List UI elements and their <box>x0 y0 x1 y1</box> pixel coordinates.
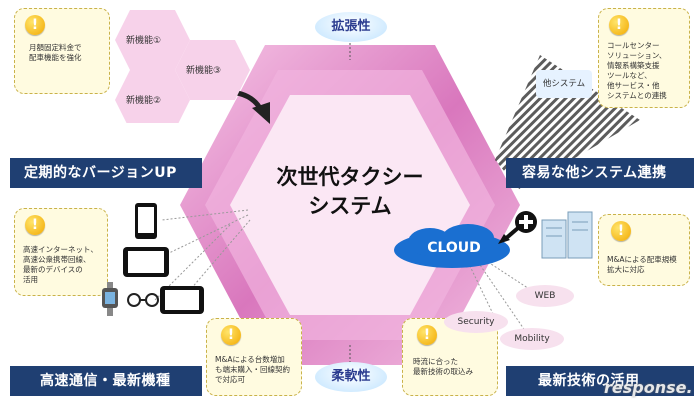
feature-hexagons <box>115 10 250 123</box>
feature-2: 新機能② <box>126 96 162 106</box>
banner-fast-network: 高速通信・最新機種 <box>10 366 202 396</box>
bulb-icon: ! <box>25 215 45 235</box>
note-bottom-center: ! M&Aによる台数増加 も端末購入・回線契約 で対応可 <box>206 318 302 396</box>
banner-version-up: 定期的なバージョンUP <box>10 158 202 188</box>
bulb-icon: ! <box>221 325 241 345</box>
note-top-left: ! 月額固定料金で 配車機能を強化 <box>14 8 110 94</box>
bulb-icon: ! <box>609 15 629 35</box>
central-title: 次世代タクシー システム <box>276 165 424 218</box>
badge-flexibility: 柔軟性 <box>315 362 387 392</box>
tech-security: Security <box>444 311 508 333</box>
tablet-icon <box>123 247 169 277</box>
add-connection-icon <box>498 211 537 244</box>
note-top-right: ! コールセンター ソリューション、 情報系構築支援 ツールなど、 他サービス・… <box>598 8 690 108</box>
bulb-icon: ! <box>611 221 631 241</box>
cloud-label: CLOUD <box>427 240 481 256</box>
smartphone-icon <box>135 203 157 239</box>
tech-mobility: Mobility <box>500 328 564 350</box>
watermark: response. <box>604 378 693 397</box>
badge-expandability: 拡張性 <box>315 12 387 42</box>
server-icon <box>541 211 593 259</box>
banner-system-integration: 容易な他システム連携 <box>506 158 694 188</box>
other-system-box: 他システム <box>536 70 592 98</box>
feature-1: 新機能① <box>126 36 162 46</box>
feature-3: 新機能③ <box>186 66 222 76</box>
wearable-devices-icon <box>102 282 204 316</box>
cloud-icon <box>394 224 510 268</box>
bulb-icon: ! <box>417 325 437 345</box>
tech-web: WEB <box>516 285 574 307</box>
banner-latest-tech: 最新技術の活用 <box>506 366 694 396</box>
bulb-icon: ! <box>25 15 45 35</box>
note-mid-right: ! M&Aによる配車規模 拡大に対応 <box>598 214 690 286</box>
note-mid-left: ! 高速インターネット、 高速公衆携帯回線、 最新のデバイスの 活用 <box>14 208 108 296</box>
